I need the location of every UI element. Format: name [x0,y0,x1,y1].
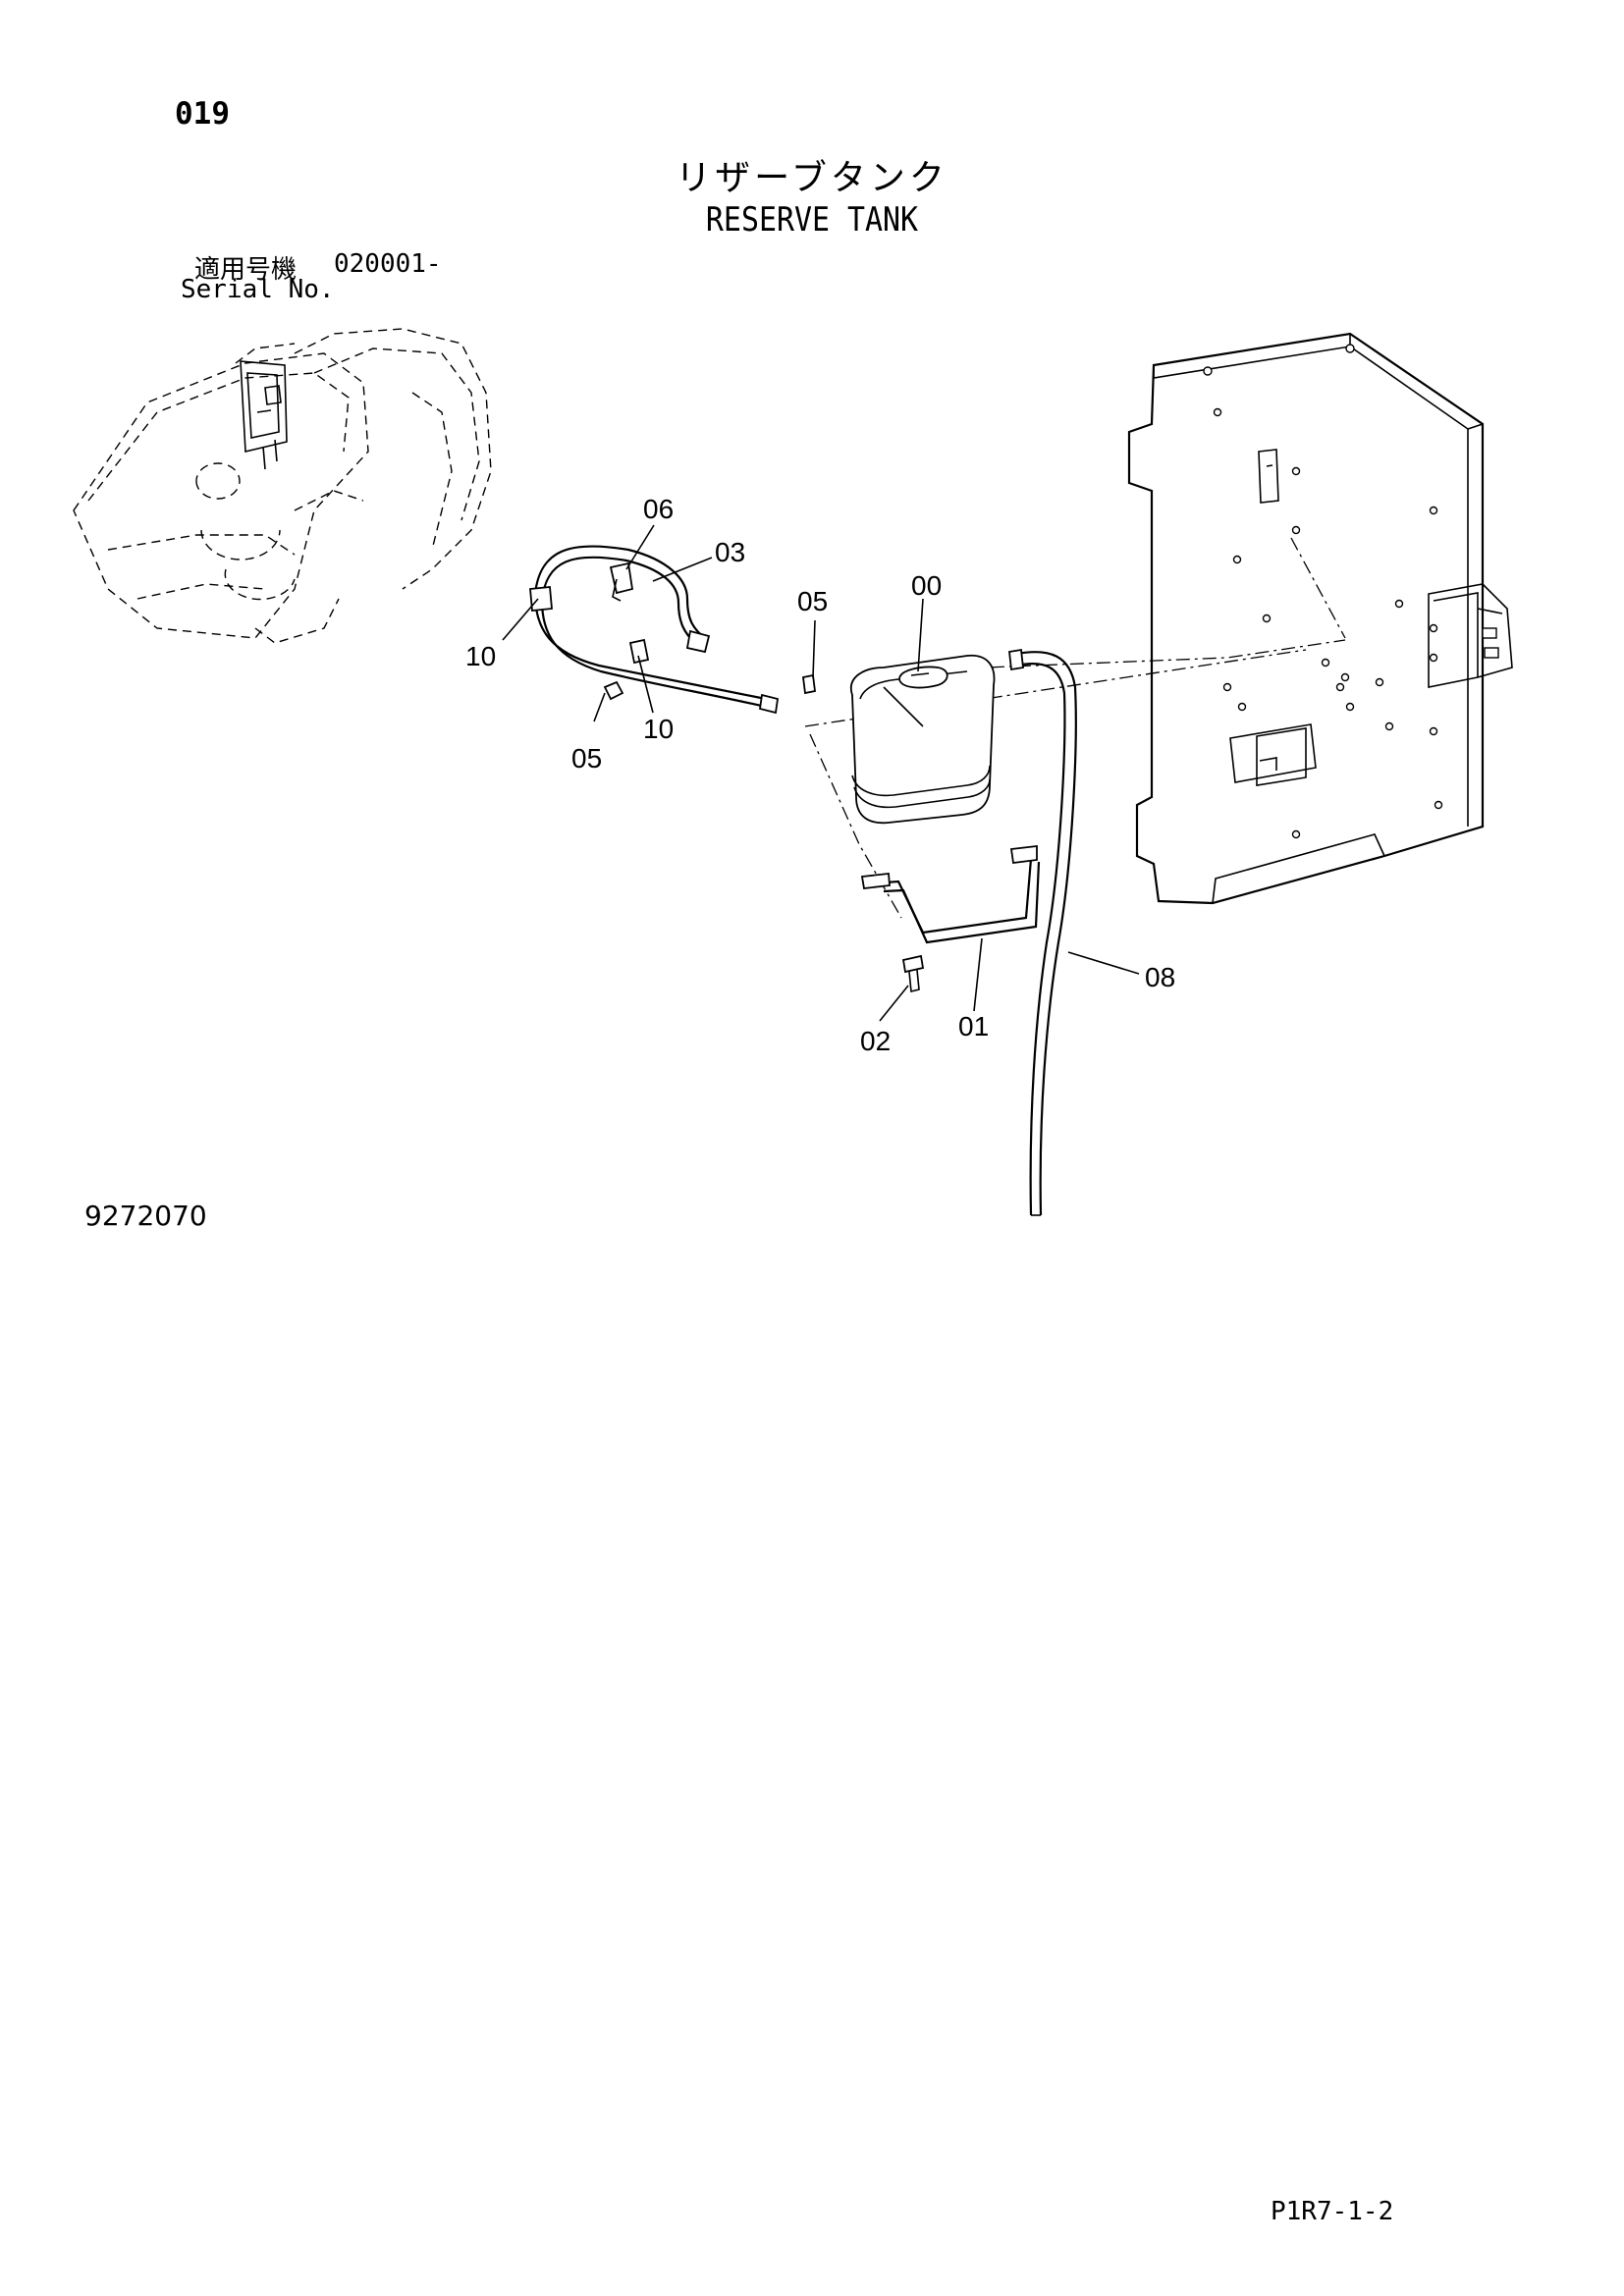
reserve-tank [849,654,996,825]
page-number: 019 [175,96,230,132]
callout-labels: 06 03 05 00 10 10 05 08 02 01 [465,494,1175,1056]
callout-10-left: 10 [465,641,496,671]
serial-label-english: Serial No. [181,275,335,304]
callout-02: 02 [860,1026,891,1056]
drawing-number: 9272070 [84,1200,207,1232]
mounting-panel [1127,332,1513,905]
hose-assembly [529,545,816,715]
callout-00: 00 [911,570,942,601]
callout-10-middle: 10 [643,714,674,744]
title-japanese: リザーブタンク [676,158,948,198]
page-code: P1R7-1-2 [1271,2197,1394,2226]
tank-bracket [860,844,1041,944]
title-english: RESERVE TANK [705,200,919,240]
machine-overview-illustration [73,328,492,644]
callout-03: 03 [715,537,745,567]
bolt [901,954,925,993]
callout-05-upper: 05 [797,586,828,616]
callout-06: 06 [643,494,674,524]
drain-hose [1008,648,1077,1216]
leader-lines [502,524,1140,1022]
serial-label-japanese: 適用号機 [194,255,298,285]
parts-diagram: 06 03 05 00 10 10 05 08 02 01 [73,328,1513,1216]
callout-01: 01 [958,1011,989,1041]
callout-08: 08 [1145,962,1175,992]
serial-number-value: 020001- [334,249,442,279]
callout-05-lower: 05 [571,743,602,774]
